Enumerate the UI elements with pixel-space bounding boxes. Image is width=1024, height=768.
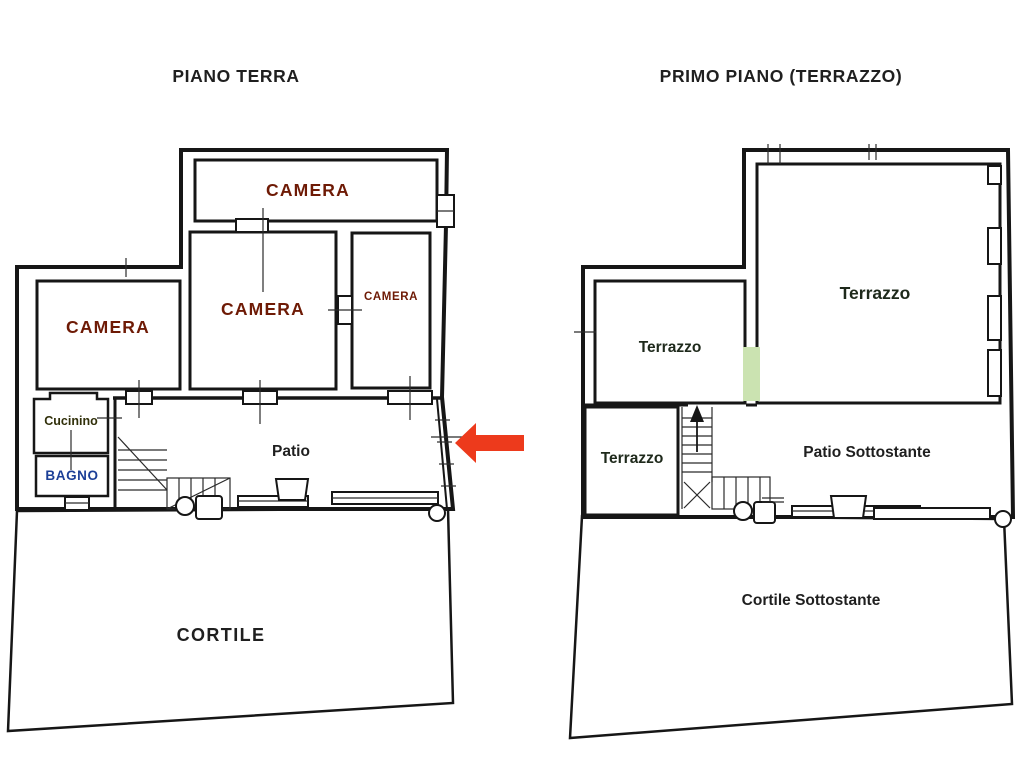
- first-floor-outline: [581, 148, 1016, 519]
- ground-floor-plan: PIANO TERRA: [6, 66, 462, 733]
- label-camera-mid: CAMERA: [221, 299, 305, 319]
- terrazzo-main-area: [755, 162, 1002, 405]
- room-camera-side: [350, 231, 432, 390]
- room-cucinino: [32, 391, 110, 455]
- tick-marks: [70, 208, 462, 487]
- label-terrazzo-low: Terrazzo: [601, 450, 664, 467]
- label-camera-side: CAMERA: [364, 291, 418, 303]
- label-cortile-sottostante: Cortile Sottostante: [742, 592, 881, 609]
- room-camera-left: [35, 279, 182, 391]
- label-cucinino: Cucinino: [44, 414, 98, 428]
- first-floor-plan: PRIMO PIANO (TERRAZZO): [568, 66, 1016, 740]
- label-bagno: BAGNO: [45, 468, 98, 483]
- first-floor-tick-marks: [574, 144, 877, 333]
- cortile-area: [6, 507, 455, 733]
- terrazzo-mid-area: [593, 279, 747, 405]
- room-camera-top: [193, 158, 439, 223]
- label-cortile: CORTILE: [177, 625, 266, 645]
- terrace-wall-notches: [987, 165, 1002, 397]
- patio-sottostante-sills: [762, 495, 1012, 528]
- label-terrazzo-main: Terrazzo: [840, 283, 911, 303]
- label-patio: Patio: [272, 443, 310, 460]
- staircase-first-floor: [681, 405, 776, 524]
- ground-floor-title: PIANO TERRA: [172, 66, 299, 86]
- first-floor-title: PRIMO PIANO (TERRAZZO): [660, 66, 903, 86]
- label-camera-left: CAMERA: [66, 317, 150, 337]
- staircase-ground: [117, 436, 231, 520]
- patio-window-sills: [237, 478, 446, 522]
- highlight-left-arrow-icon: [455, 423, 524, 463]
- cortile-sottostante-area: [568, 514, 1014, 740]
- terrazzo-low-area: [583, 405, 680, 517]
- door-window-frames: [64, 194, 455, 511]
- label-camera-top: CAMERA: [266, 180, 350, 200]
- label-terrazzo-mid: Terrazzo: [639, 339, 702, 356]
- stair-up-arrow-icon: [690, 405, 704, 422]
- terrazzo-passage: [743, 347, 760, 401]
- label-patio-sottostante: Patio Sottostante: [803, 444, 931, 461]
